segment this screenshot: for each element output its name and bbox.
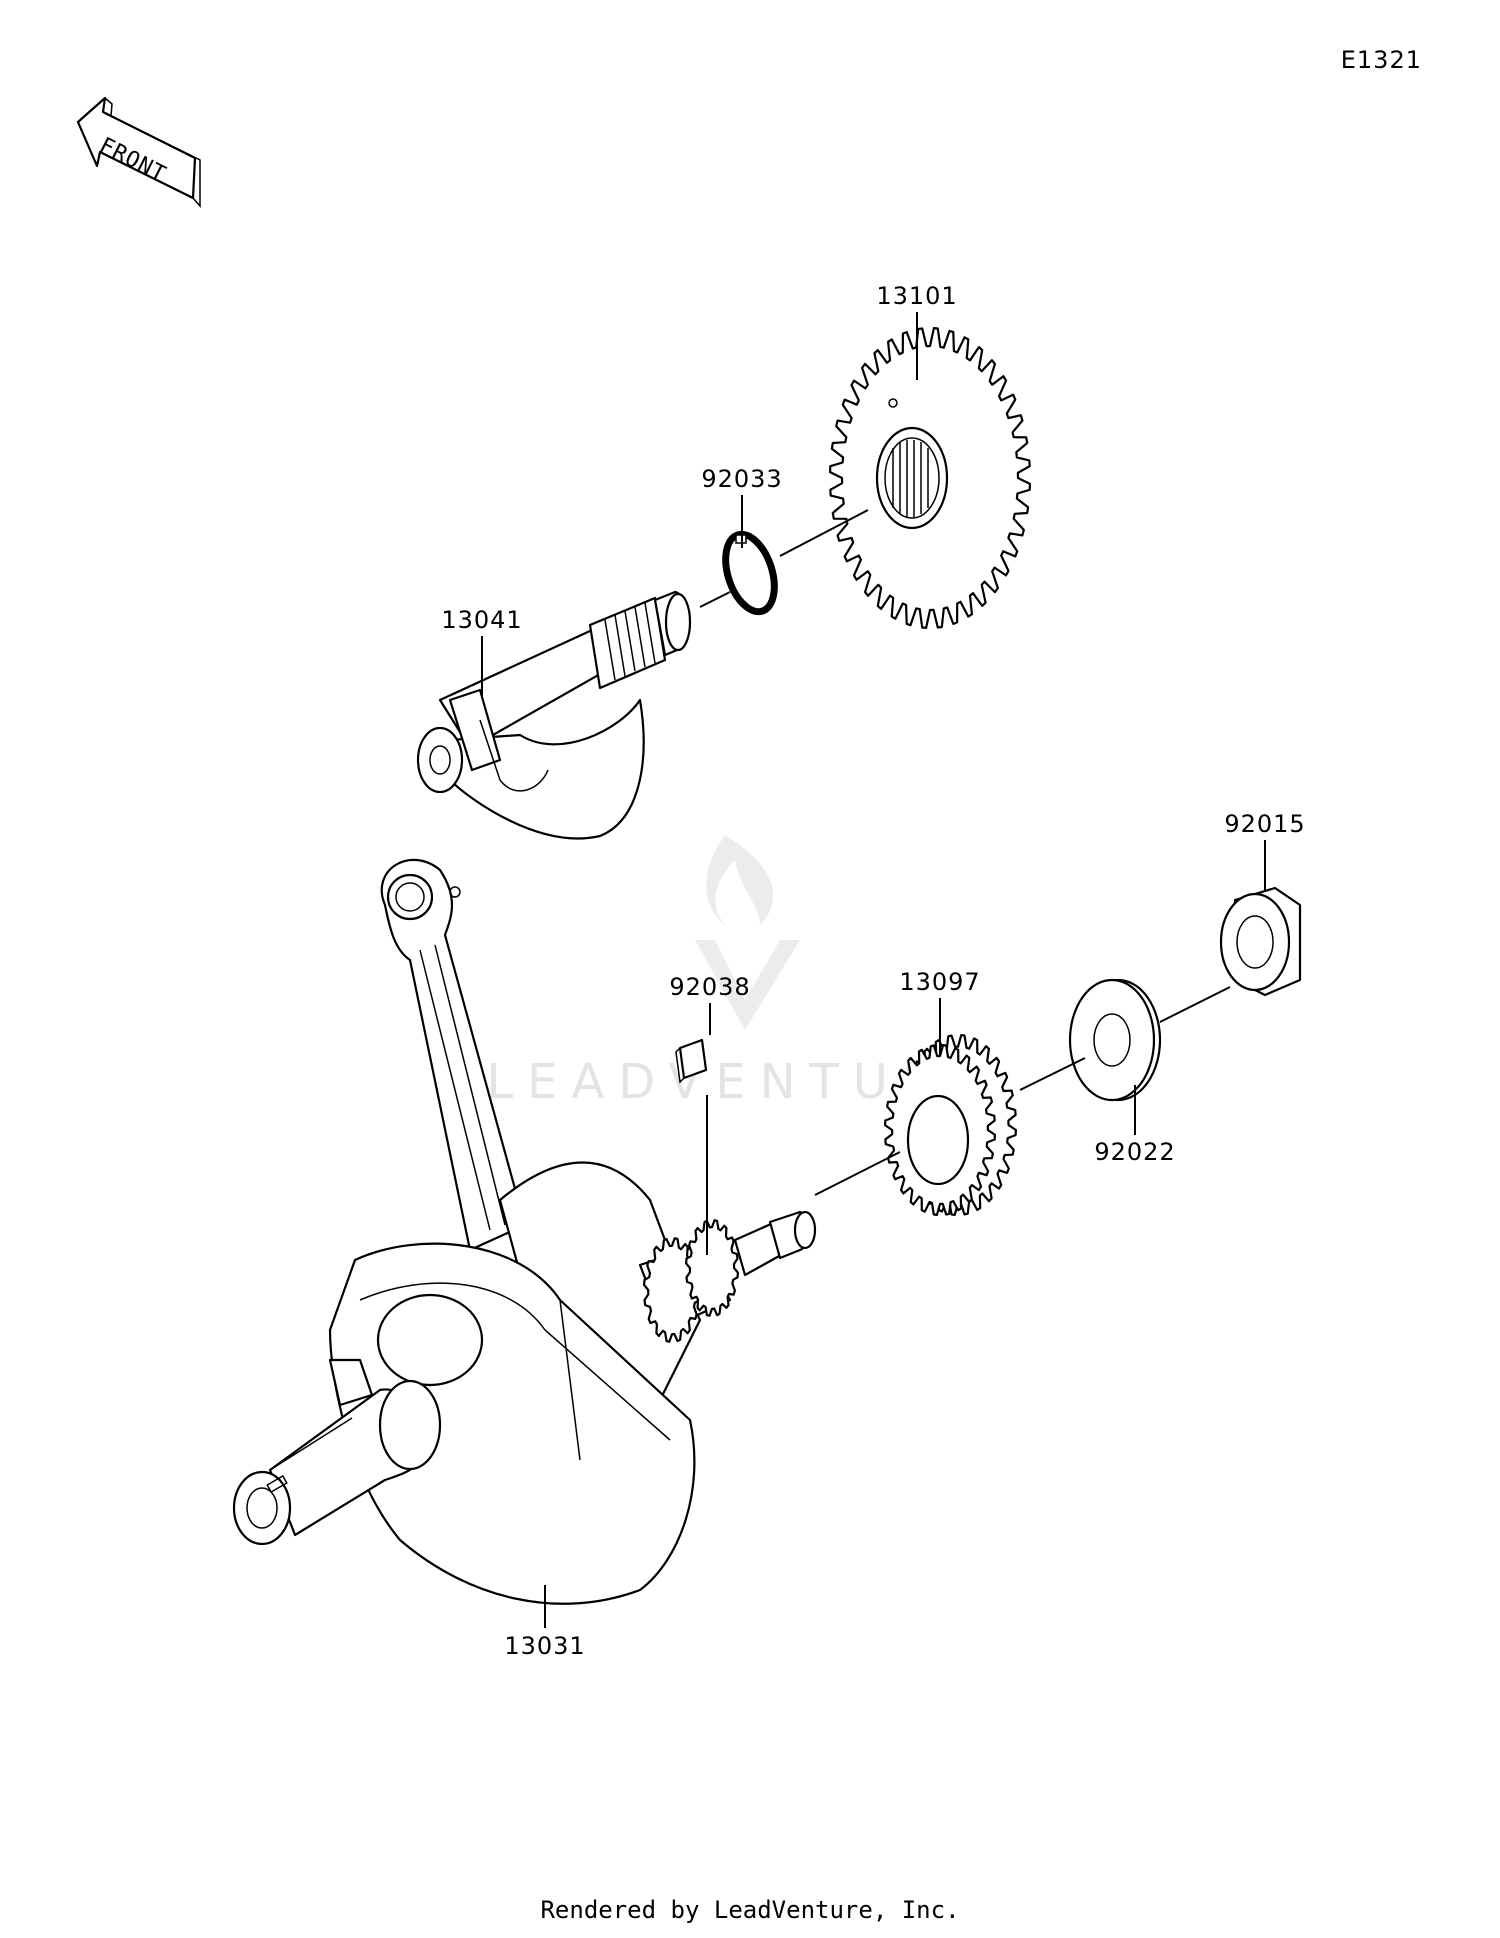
leader-lines (481, 312, 1266, 1628)
balancer-gear-13101 (829, 327, 1031, 629)
washer-92022 (1068, 978, 1162, 1102)
woodruff-key-92038 (675, 1038, 708, 1084)
needle-bearing (892, 440, 929, 517)
diagram-code: E1321 (1340, 46, 1422, 74)
callout-92033[interactable]: 92033 (701, 465, 782, 493)
nut-92015 (1219, 886, 1302, 997)
callout-13097[interactable]: 13097 (899, 968, 980, 996)
callout-92038[interactable]: 92038 (669, 973, 750, 1001)
front-arrow-icon: FRONT (76, 96, 201, 208)
shaft-splines (604, 602, 656, 681)
balancer-shaft-13041 (416, 590, 692, 840)
callout-13031[interactable]: 13031 (504, 1632, 585, 1660)
callout-13041[interactable]: 13041 (441, 606, 522, 634)
leadventure-watermark: LEADVENTURE (486, 835, 980, 1110)
circlip-92033 (722, 530, 778, 616)
callout-92022[interactable]: 92022 (1094, 1138, 1175, 1166)
crank-gear-13097 (884, 1034, 1017, 1216)
callout-13101[interactable]: 13101 (876, 282, 957, 310)
callout-92015[interactable]: 92015 (1224, 810, 1305, 838)
footer-credit: Rendered by LeadVenture, Inc. (540, 1896, 960, 1924)
crankshaft-13031 (232, 858, 817, 1605)
